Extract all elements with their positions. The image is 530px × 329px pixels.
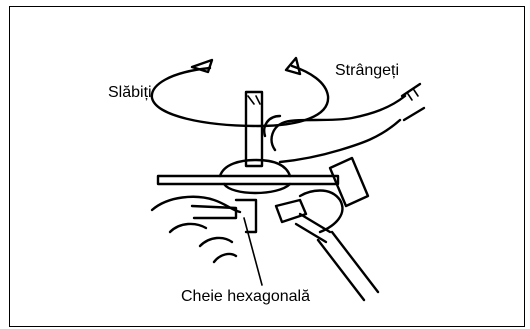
loosen-label: Slăbiți [108, 84, 152, 102]
hex-key-leader [244, 218, 262, 285]
tighten-label: Strângeți [335, 62, 399, 80]
left-hand [152, 197, 256, 262]
wrench-handle [276, 158, 378, 300]
hex-key-label: Cheie hexagonală [181, 288, 310, 306]
rotation-arrow-icon [152, 58, 328, 126]
shaft [246, 92, 262, 166]
